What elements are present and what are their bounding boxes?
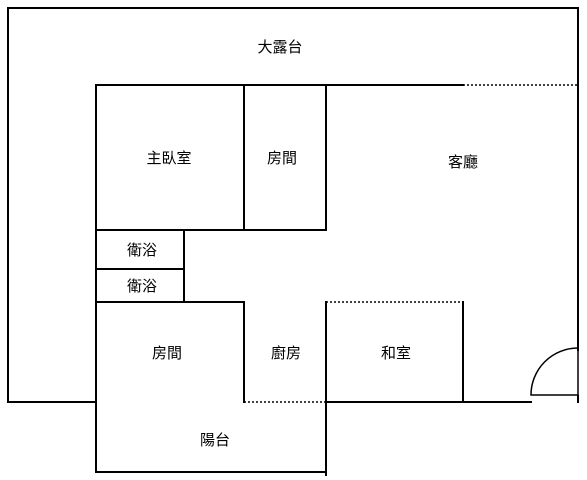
master-bedroom-wall — [95, 84, 245, 231]
bottom-right-wall — [462, 395, 579, 403]
balcony-wall — [95, 401, 327, 473]
entry-door-icon — [530, 347, 579, 396]
bathroom-1-label: 衛浴 — [127, 241, 157, 259]
terrace-label: 大露台 — [257, 38, 302, 56]
japanese-room-label: 和室 — [381, 344, 411, 362]
outer-wall — [7, 7, 579, 403]
inner-top-wall — [95, 84, 464, 403]
master-bedroom-label: 主臥室 — [146, 149, 191, 167]
kitchen-label: 廚房 — [271, 344, 301, 362]
room-bottom-wall — [95, 301, 245, 403]
bathroom-2-label: 衛浴 — [127, 277, 157, 295]
room-top-wall — [243, 84, 327, 231]
japanese-room-wall — [325, 301, 464, 476]
living-room-label: 客廳 — [448, 153, 478, 171]
room-top-label: 房間 — [267, 149, 297, 167]
balcony-label: 陽台 — [200, 431, 230, 449]
room-bottom-label: 房間 — [152, 344, 182, 362]
